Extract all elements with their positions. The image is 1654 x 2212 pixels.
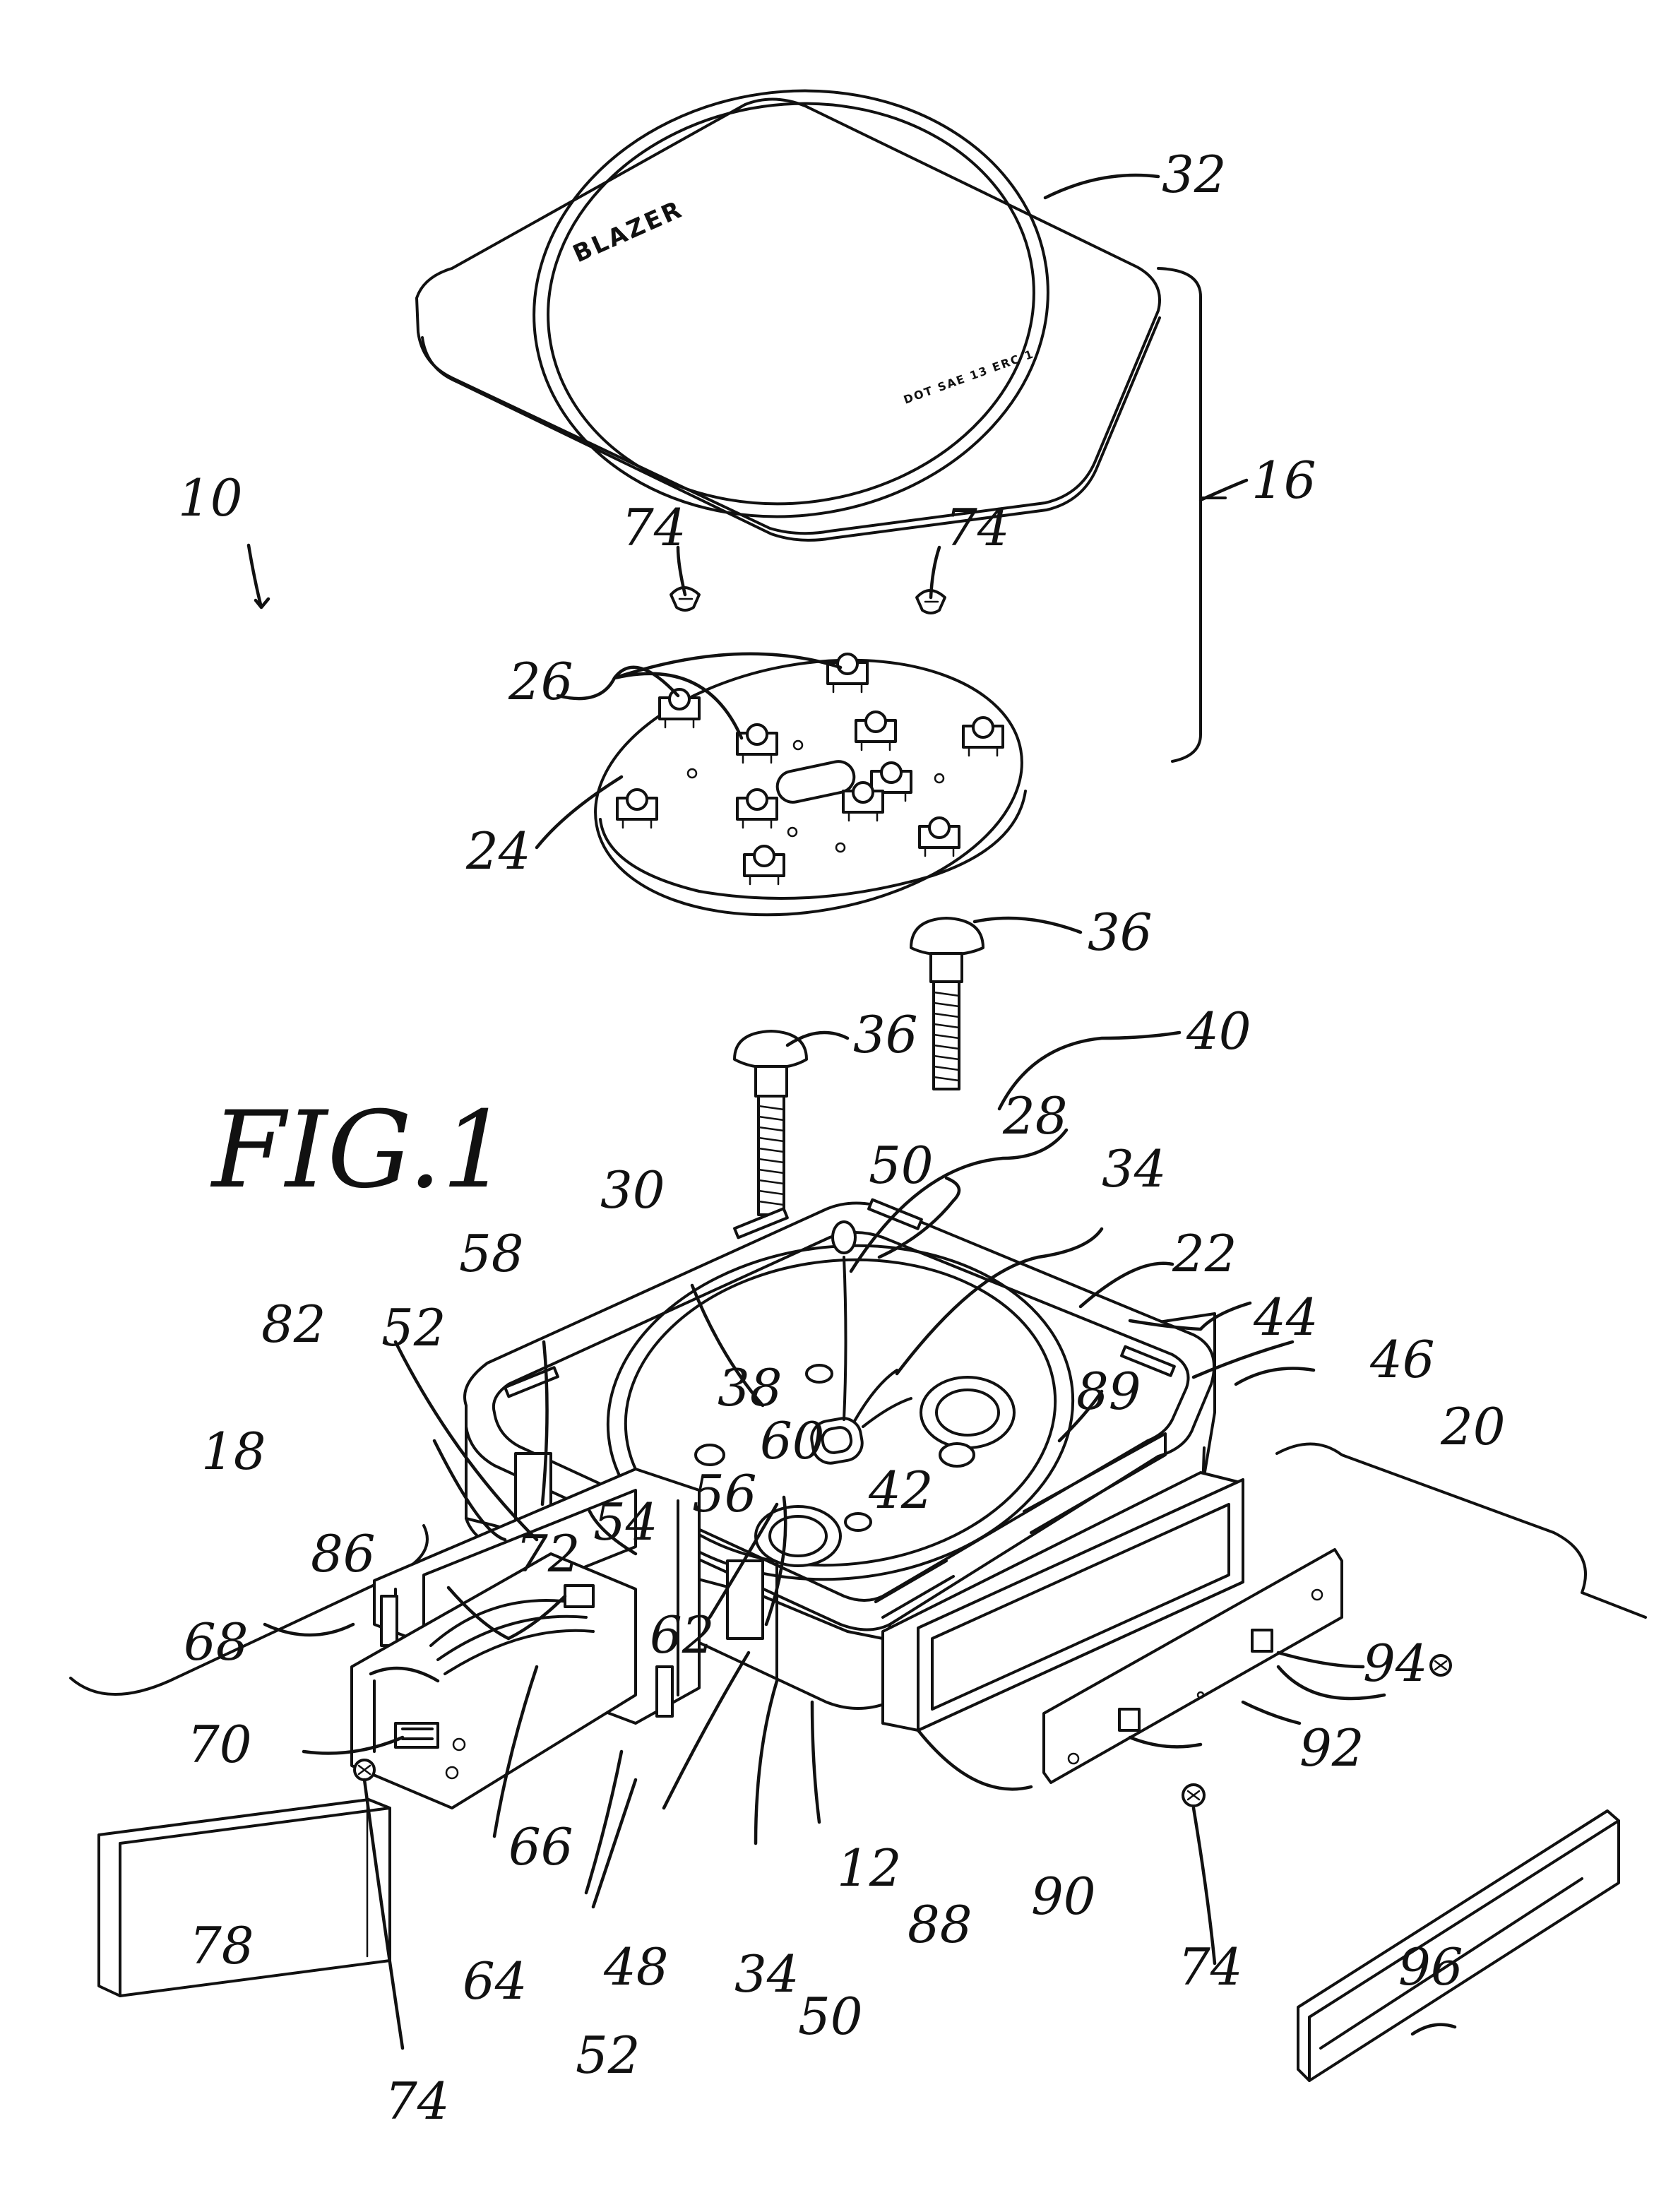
- label-74-b: 74: [945, 498, 1010, 557]
- label-52-b: 52: [576, 2026, 641, 2085]
- label-26: 26: [508, 652, 573, 711]
- label-50-a: 50: [869, 1136, 934, 1195]
- label-92: 92: [1299, 1718, 1364, 1778]
- label-52-a: 52: [381, 1298, 446, 1357]
- label-36-b: 36: [853, 1005, 918, 1064]
- label-28: 28: [1002, 1086, 1068, 1146]
- label-18: 18: [201, 1422, 266, 1481]
- label-68: 68: [184, 1612, 249, 1672]
- label-34-b: 34: [734, 1944, 799, 2004]
- label-64: 64: [463, 1951, 528, 2011]
- label-90: 90: [1031, 1867, 1096, 1926]
- label-22: 22: [1172, 1224, 1237, 1283]
- label-74-d: 74: [385, 2071, 450, 2131]
- bolt-36-left: [734, 1031, 807, 1215]
- bolt-36-right: [911, 918, 983, 1089]
- label-78: 78: [189, 1916, 254, 1975]
- label-46: 46: [1369, 1330, 1435, 1389]
- led-board: [575, 629, 1042, 947]
- label-62: 62: [650, 1605, 715, 1665]
- label-94: 94: [1363, 1634, 1428, 1693]
- label-44: 44: [1253, 1288, 1319, 1347]
- label-16: 16: [1251, 451, 1316, 510]
- label-70: 70: [187, 1715, 252, 1774]
- label-24: 24: [465, 821, 531, 881]
- bracket-16: [1158, 268, 1201, 761]
- screw-74-lower-right: [1431, 1655, 1451, 1675]
- lens-cover: BLAZER DOT SAE 13 ERC 1: [417, 58, 1160, 549]
- label-74-c: 74: [1178, 1937, 1243, 1997]
- label-50-b: 50: [798, 1987, 863, 2046]
- label-60: 60: [760, 1411, 825, 1470]
- label-56: 56: [692, 1464, 757, 1523]
- label-36-a: 36: [1088, 903, 1153, 962]
- label-42: 42: [868, 1461, 934, 1520]
- label-86: 86: [311, 1524, 376, 1583]
- label-34-a: 34: [1102, 1139, 1167, 1199]
- screw-74-lower-mid: [1183, 1785, 1204, 1806]
- label-48: 48: [603, 1937, 669, 1997]
- figure-title: FIG.1: [210, 1089, 509, 1212]
- label-40: 40: [1186, 1001, 1251, 1061]
- screw-74-lower-left: [355, 1760, 374, 1780]
- label-72: 72: [516, 1524, 581, 1583]
- label-54: 54: [593, 1492, 658, 1552]
- label-38: 38: [718, 1358, 783, 1417]
- label-88: 88: [908, 1895, 972, 1954]
- label-82: 82: [261, 1295, 326, 1354]
- label-20: 20: [1440, 1397, 1506, 1456]
- label-58: 58: [459, 1224, 524, 1283]
- label-10: 10: [178, 468, 243, 528]
- label-96: 96: [1398, 1937, 1463, 1997]
- label-12: 12: [837, 1838, 902, 1898]
- label-32: 32: [1162, 145, 1227, 204]
- label-66: 66: [508, 1817, 573, 1877]
- label-30: 30: [600, 1160, 665, 1220]
- label-74-a: 74: [621, 498, 686, 557]
- label-89: 89: [1076, 1362, 1141, 1421]
